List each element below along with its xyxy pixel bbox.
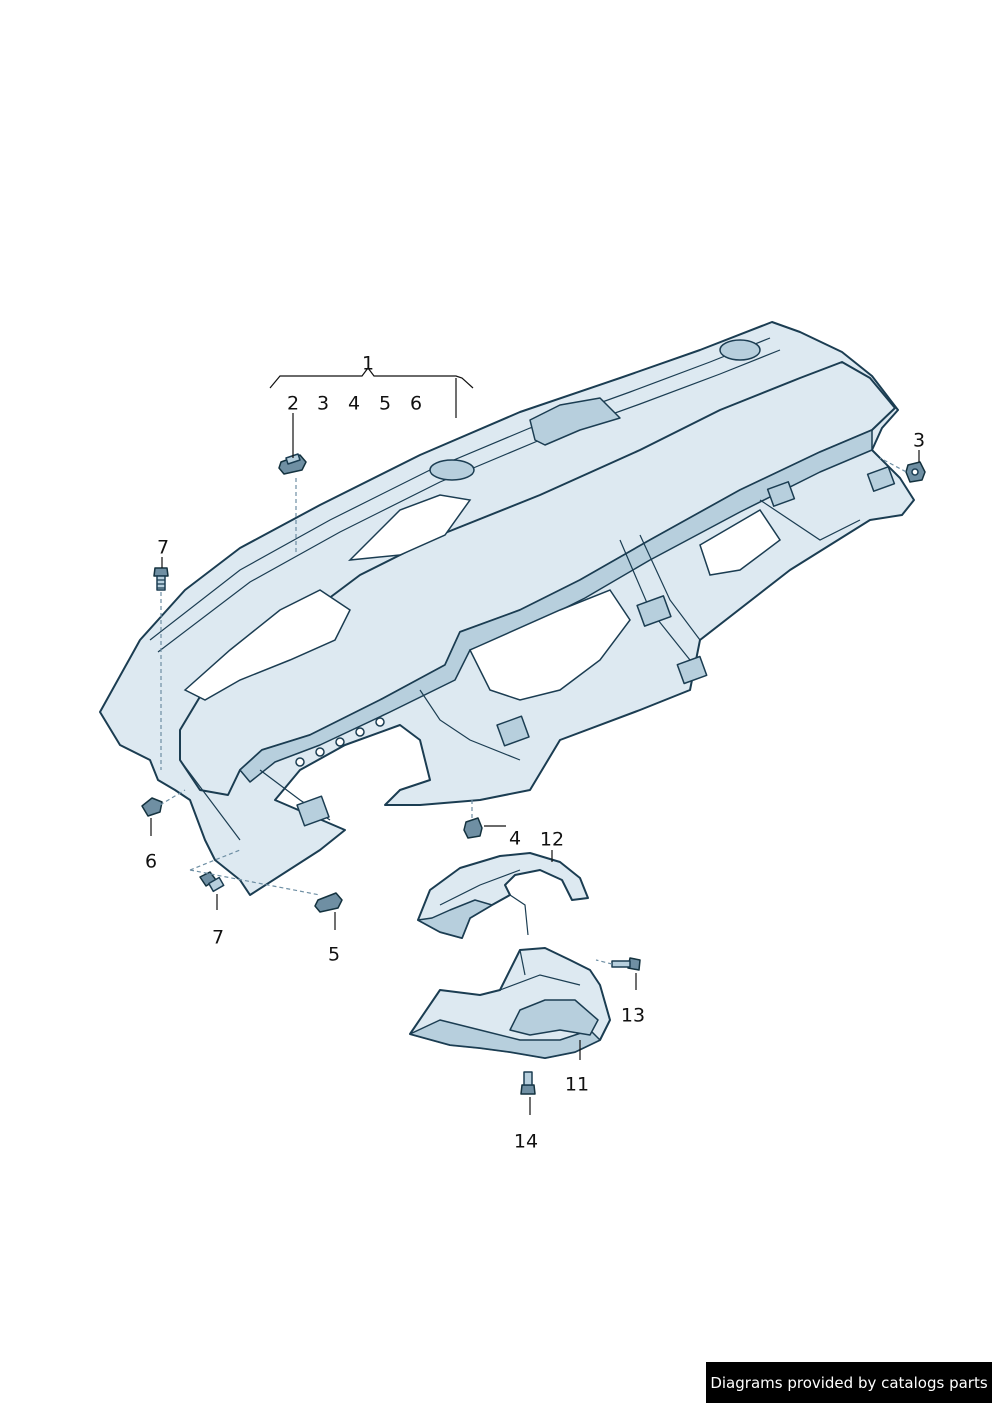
assembly-line-screw-13 <box>595 959 613 965</box>
assembly-line-bolt-7-lower-b <box>189 869 321 896</box>
callout-3-top: 3 <box>316 392 330 415</box>
steering-column-trim-lower <box>409 947 611 1059</box>
callout-12: 12 <box>539 828 565 851</box>
clip-4 <box>463 817 483 839</box>
callout-13: 13 <box>620 1004 646 1027</box>
screw-13 <box>611 957 641 971</box>
bolt-7-upper <box>153 567 169 591</box>
callout-2: 2 <box>286 392 300 415</box>
assembly-line-nut-3 <box>879 457 913 476</box>
callout-6-top: 6 <box>409 392 423 415</box>
clip-5 <box>314 892 343 913</box>
callout-1: 1 <box>361 352 375 375</box>
callout-3-right: 3 <box>912 429 926 452</box>
callout-5-lower: 5 <box>327 943 341 966</box>
screw-14 <box>520 1071 536 1095</box>
callout-4-top: 4 <box>347 392 361 415</box>
callout-14: 14 <box>513 1130 539 1153</box>
assembly-line-clip-6 <box>159 789 186 806</box>
leader-lines <box>150 367 920 1115</box>
callout-4-center: 4 <box>508 827 522 850</box>
callout-6-left: 6 <box>144 850 158 873</box>
callout-11: 11 <box>564 1073 590 1096</box>
assembly-line-bolt-7-lower-a <box>189 849 241 871</box>
steering-column-trim-upper <box>417 852 589 939</box>
callout-7-upper: 7 <box>156 536 170 559</box>
dashboard-carrier <box>99 321 915 896</box>
clip-2 <box>278 453 307 475</box>
callout-5-top: 5 <box>378 392 392 415</box>
callout-7-lower: 7 <box>211 926 225 949</box>
footer-credit-badge: Diagrams provided by catalogs parts <box>706 1362 992 1403</box>
bolt-7-lower <box>199 871 225 893</box>
clip-6 <box>141 797 163 817</box>
nut-3 <box>905 461 926 483</box>
